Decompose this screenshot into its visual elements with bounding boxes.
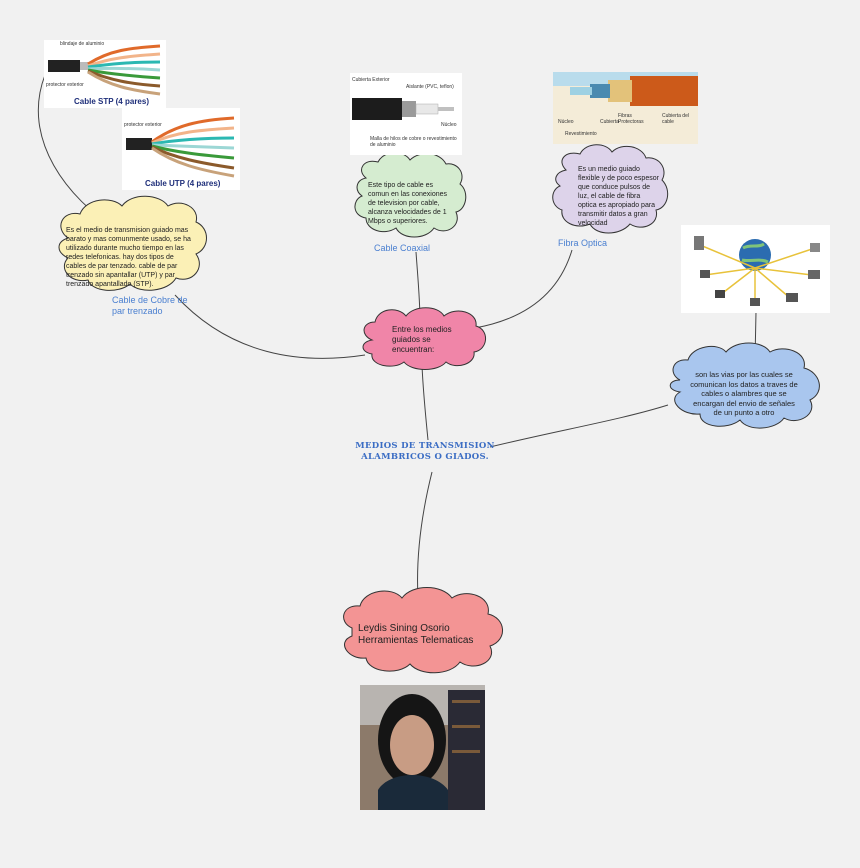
fiber-node-text: Es un medio guiado flexible y de poco es… [578, 166, 659, 227]
stp-label-shield: blindaje de aluminio [60, 41, 105, 47]
network-globe-image [681, 225, 830, 313]
line-center-to-fiber [474, 249, 573, 329]
cloud-fiber [552, 144, 669, 234]
cloud-author [343, 587, 503, 674]
line-title-to-definition [489, 404, 669, 448]
coax-label-core: Núcleo [441, 122, 457, 128]
coax-label-insulator: Aislante (PVC, teflon) [406, 84, 454, 90]
main-title-line2: ALAMBRICOS O GIADOS. [361, 452, 489, 462]
fiber-label-cladding: Revestimiento [565, 131, 597, 137]
fiber-label-strength: Fibras Protectoras [618, 113, 644, 125]
utp-caption: Cable UTP (4 pares) [145, 179, 221, 188]
stp-cable-image [44, 40, 166, 108]
utp-label-jacket: protector exterior [124, 122, 162, 128]
copper-node-text: Es el medio de transmision guiado mas ba… [66, 227, 191, 288]
cloud-definition [669, 342, 820, 429]
coax-cable-image [350, 73, 462, 155]
utp-cable-image [122, 108, 240, 190]
center-node-text: Entre los medios guiados se encuentran: [392, 325, 452, 354]
stp-label-jacket: protector exterior [46, 82, 84, 88]
fiber-label-jacket: Cubierta del cable [662, 113, 689, 125]
coax-node-text: Este tipo de cable es comun en las conex… [368, 182, 447, 225]
copper-label: Cable de Cobre de par trenzado [112, 295, 188, 316]
line-title-to-center [421, 364, 429, 441]
line-center-to-copper [174, 294, 366, 359]
definition-node-text: son las vias por las cuales se comunican… [690, 370, 798, 417]
fiber-label-coating: Cubierta [600, 119, 619, 125]
author-subject: Herramientas Telematicas [358, 635, 474, 646]
fiber-label: Fibra Optica [558, 238, 608, 248]
author-name: Leydis Sining Osorio [358, 623, 450, 634]
coax-label-mesh: Malla de hilos de cobre o revestimiento … [370, 136, 457, 148]
main-title: MEDIOS DE TRANSMISION ALAMBRICOS O GIADO… [345, 441, 505, 463]
author-photo [360, 685, 485, 810]
author-node: Leydis Sining Osorio Herramientas Telema… [358, 623, 473, 647]
cloud-copper [58, 195, 207, 291]
coax-label: Cable Coaxial [374, 243, 431, 253]
coax-label-outer: Cubierta Exterior [352, 77, 390, 83]
stp-caption: Cable STP (4 pares) [74, 97, 149, 106]
line-title-to-author [417, 471, 433, 599]
cloud-center [362, 307, 486, 370]
fiber-label-core: Núcleo [558, 119, 574, 125]
main-title-line1: MEDIOS DE TRANSMISION [355, 441, 495, 451]
fiber-optic-image [553, 72, 698, 144]
